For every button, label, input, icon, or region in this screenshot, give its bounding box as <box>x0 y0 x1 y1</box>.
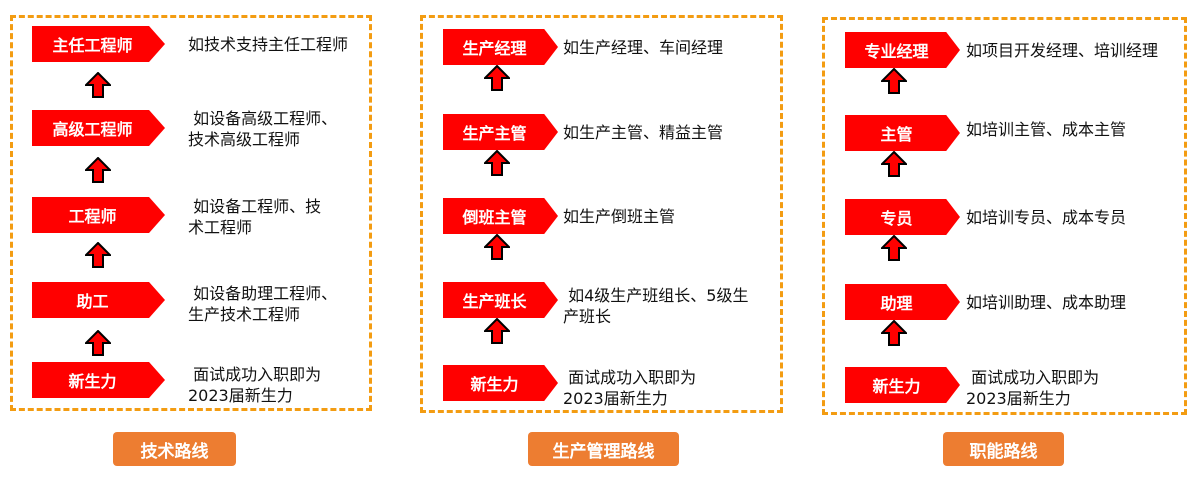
stage-label: 生产经理 <box>443 29 558 65</box>
stage-label: 倒班主管 <box>443 198 558 234</box>
stage-label: 生产班长 <box>443 282 558 318</box>
stage-description: 如生产倒班主管 <box>563 207 676 226</box>
stage-label: 助理 <box>845 284 960 320</box>
stage-label: 新生力 <box>443 365 558 401</box>
stage-description: 如4级生产班组长、5级生 产班长 <box>563 286 749 326</box>
route-label: 生产管理路线 <box>528 432 679 466</box>
path-column-border <box>420 15 783 413</box>
stage-description: 如培训助理、成本助理 <box>966 293 1127 312</box>
stage-label: 助工 <box>32 282 165 318</box>
stage-label: 工程师 <box>32 197 165 233</box>
route-label: 技术路线 <box>113 432 236 466</box>
stage-label: 专员 <box>845 199 960 235</box>
stage-description: 如设备高级工程师、 技术高级工程师 <box>188 109 338 149</box>
stage-label: 新生力 <box>32 362 165 398</box>
route-label: 职能路线 <box>943 432 1064 466</box>
stage-label: 专业经理 <box>845 32 960 68</box>
stage-description: 面试成功入职即为 2023届新生力 <box>563 368 697 408</box>
stage-label: 主管 <box>845 115 960 151</box>
stage-description: 如培训主管、成本主管 <box>966 120 1127 139</box>
stage-label: 高级工程师 <box>32 110 165 146</box>
stage-description: 如设备工程师、技 术工程师 <box>188 197 322 237</box>
path-column-border <box>822 17 1187 415</box>
stage-description: 面试成功入职即为 2023届新生力 <box>188 365 322 405</box>
stage-description: 如技术支持主任工程师 <box>188 35 349 54</box>
stage-description: 如培训专员、成本专员 <box>966 208 1127 227</box>
stage-description: 如生产主管、精益主管 <box>563 123 724 142</box>
stage-description: 如设备助理工程师、 生产技术工程师 <box>188 284 338 324</box>
stage-label: 新生力 <box>845 367 960 403</box>
stage-description: 如生产经理、车间经理 <box>563 38 724 57</box>
stage-label: 生产主管 <box>443 114 558 150</box>
path-column-border <box>10 15 372 411</box>
stage-description: 面试成功入职即为 2023届新生力 <box>966 368 1100 408</box>
stage-label: 主任工程师 <box>32 26 165 62</box>
stage-description: 如项目开发经理、培训经理 <box>966 41 1159 60</box>
